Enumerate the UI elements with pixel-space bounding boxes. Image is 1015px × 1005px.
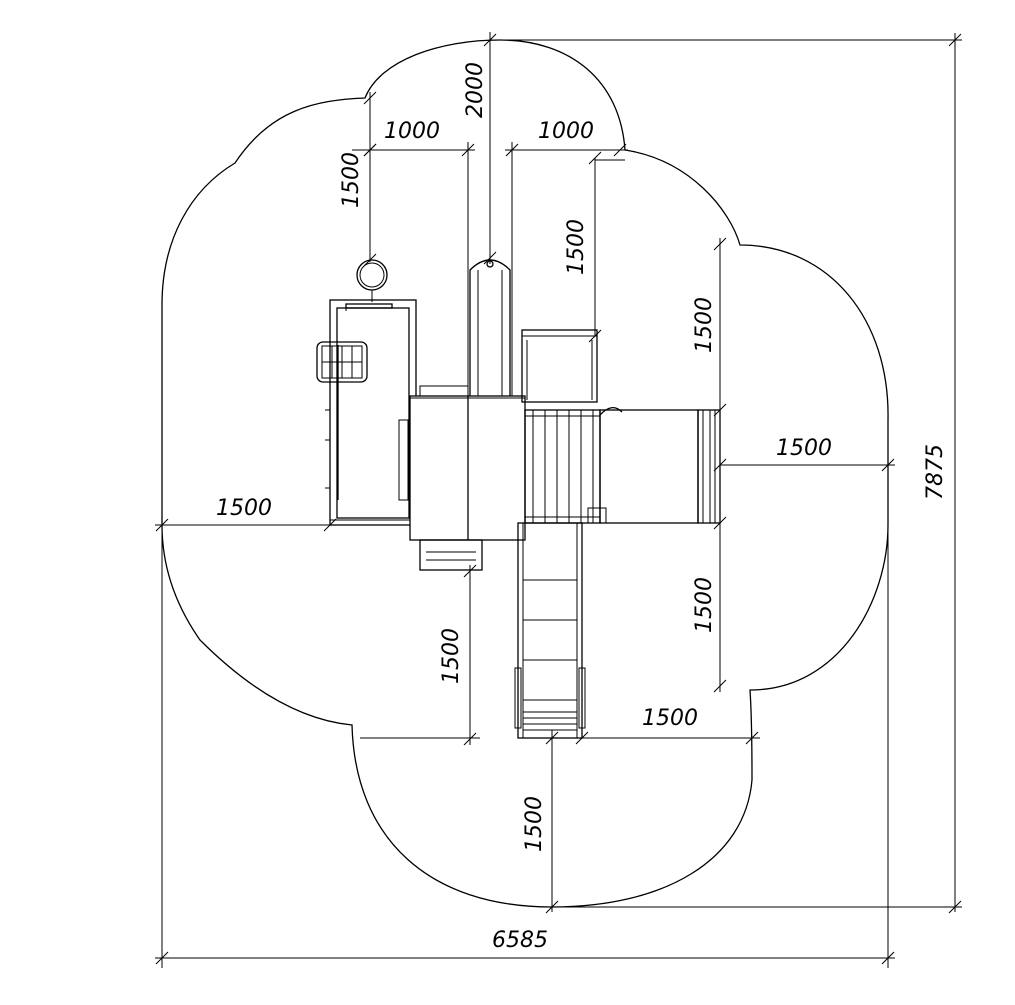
right-upper-rail	[521, 329, 598, 403]
dim-right-horizontal: 1500	[776, 436, 832, 461]
dim-total-height: 7875	[923, 444, 948, 500]
dim-top-left-vertical: 1500	[339, 152, 364, 208]
bridge-deck	[524, 409, 601, 524]
central-platform	[409, 385, 526, 571]
left-tower	[325, 299, 417, 526]
dim-right-lower-vertical: 1500	[692, 577, 717, 633]
dim-left-horizontal: 1500	[216, 496, 272, 521]
dim-right-upper-vertical: 1500	[692, 297, 717, 353]
dim-right-top-vertical: 1500	[564, 219, 589, 275]
dim-bottom-vertical: 1500	[522, 796, 547, 852]
dim-total-width: 6585	[492, 928, 548, 953]
ladder	[514, 522, 586, 739]
dimension-lines	[155, 32, 962, 968]
vertical-tube	[469, 259, 511, 396]
hoop-icon	[356, 259, 388, 302]
dim-top-left-offset: 1000	[384, 119, 440, 144]
dim-top-tube-height: 2000	[463, 62, 488, 118]
steering-panel-icon	[316, 341, 368, 383]
dim-top-right-offset: 1000	[538, 119, 594, 144]
dim-bottom-horizontal: 1500	[642, 706, 698, 731]
dim-bottom-left-vertical: 1500	[439, 628, 464, 684]
slide	[587, 407, 721, 524]
